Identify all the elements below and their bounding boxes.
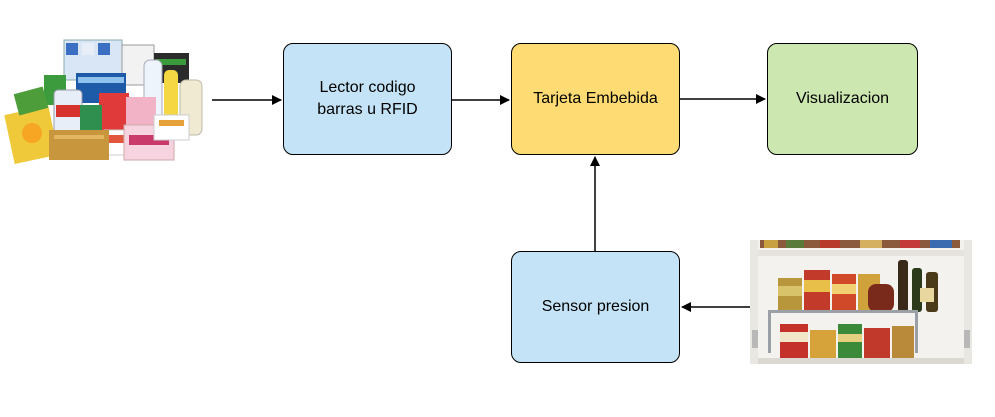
tarjeta-label: Tarjeta Embebida	[533, 90, 658, 107]
sensor-presion-node: Sensor presion	[511, 251, 680, 363]
lector-codigo-barras-node: Lector codigo barras u RFID	[283, 43, 452, 155]
sensor-label: Sensor presion	[541, 298, 650, 315]
tarjeta-embebida-node: Tarjeta Embebida	[511, 43, 680, 155]
pantry-shelf-image	[750, 240, 972, 374]
visualizacion-label: Visualizacion	[795, 90, 890, 107]
visualizacion-node: Visualizacion	[767, 43, 918, 155]
grocery-products-image	[4, 39, 203, 165]
lector-label: Lector codigo barras u RFID	[317, 79, 418, 118]
